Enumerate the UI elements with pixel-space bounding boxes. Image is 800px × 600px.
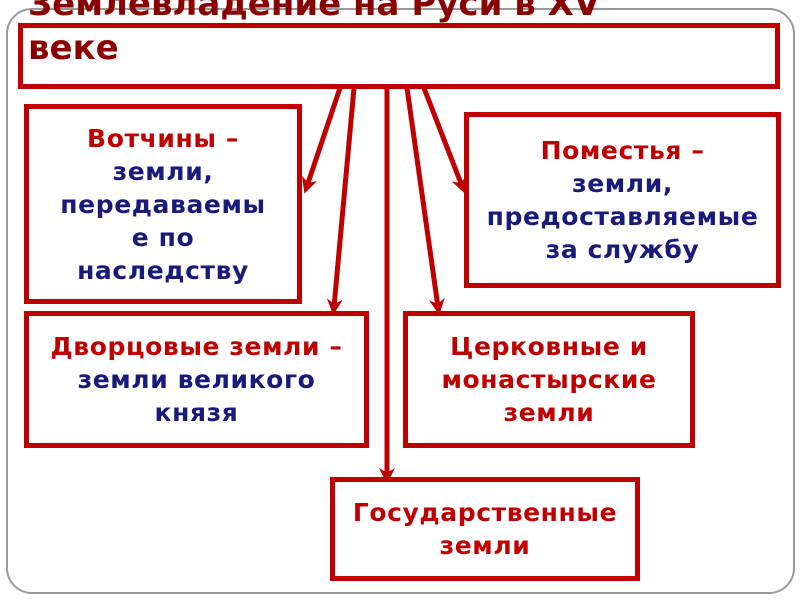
box-tserkovnye: Церковные и монастырские земли [403,311,695,448]
dvortsovye-term: Дворцовые земли – [50,332,343,361]
box-dvortsovye: Дворцовые земли – земли великого князя [24,311,369,448]
box-gosudarstvennye: Государственные земли [330,477,640,581]
box-pomestya: Поместья – земли, предоставляемые за слу… [464,112,781,288]
dvortsovye-definition: земли великого князя [77,365,316,427]
votchiny-definition: земли, передаваемы е по наследству [60,156,266,285]
tserkovnye-text: Церковные и монастырские земли [441,332,657,427]
arrow-to-votchiny [301,87,343,194]
title-box [18,23,780,89]
gosudarstvennye-text: Государственные земли [352,498,618,560]
pomestya-term: Поместья – [540,136,705,165]
arrow-to-pomestya [421,87,467,194]
arrow-to-dvortsovye [326,87,357,315]
page-title: Землевладение на Руси в XV веке [28,0,601,68]
votchiny-term: Вотчины – [87,123,239,153]
box-votchiny: Вотчины – земли, передаваемы е по наслед… [24,104,302,304]
pomestya-definition: земли, предоставляемые за службу [486,169,759,264]
arrow-to-tserkovnye [404,87,445,315]
